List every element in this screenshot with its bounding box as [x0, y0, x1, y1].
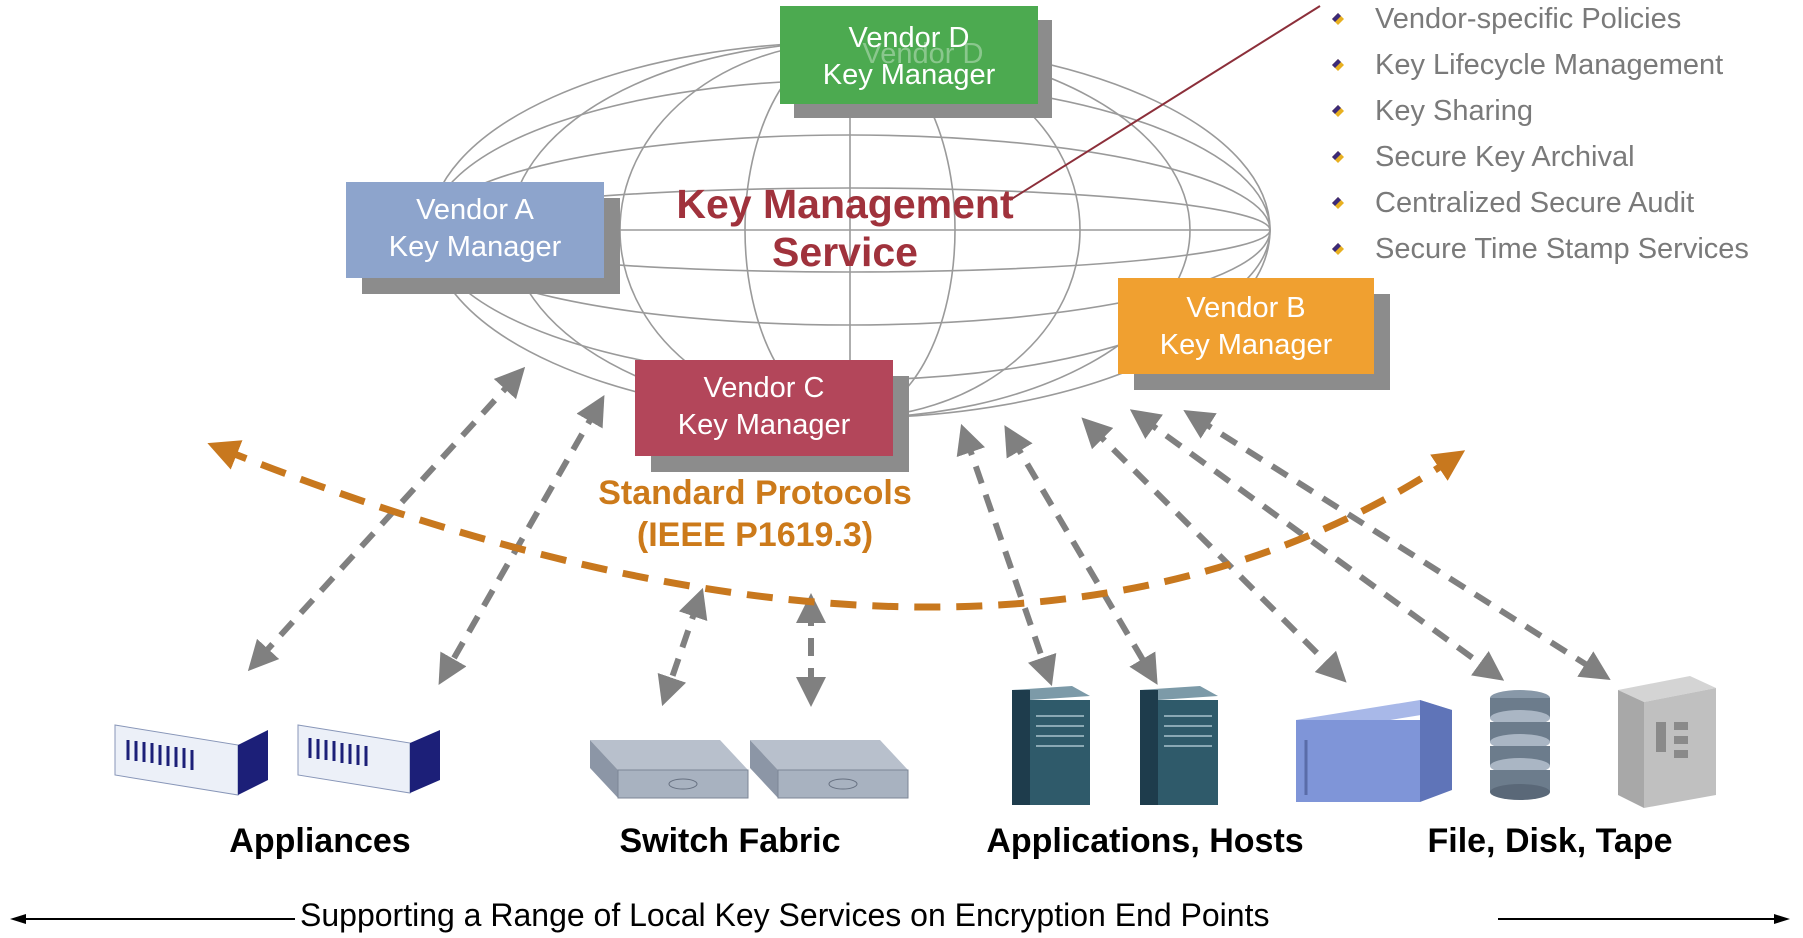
diamond-bullet-icon	[1332, 105, 1344, 117]
feature-item: Centralized Secure Audit	[1325, 184, 1749, 230]
diamond-bullet-icon	[1332, 59, 1344, 71]
vendor-c-label: Vendor C Key Manager	[635, 360, 893, 444]
category-switch-fabric: Switch Fabric	[619, 822, 841, 860]
standard-protocols-label: Standard Protocols (IEEE P1619.3)	[560, 472, 950, 556]
feature-item: Secure Key Archival	[1325, 138, 1749, 184]
feature-list: Vendor-specific Policies Key Lifecycle M…	[1325, 0, 1749, 276]
vendor-d-ghost-line1: Vendor D	[862, 38, 984, 70]
vendor-d-line1: Vendor D	[848, 22, 970, 54]
vendor-b-line2: Key Manager	[1159, 329, 1333, 361]
category-appliances: Appliances	[229, 822, 411, 860]
vendor-b-face: Vendor B Key Manager	[1118, 278, 1374, 374]
vendor-c-key-manager: Vendor C Key Manager	[635, 360, 909, 472]
vendor-c-line2: Key Manager	[677, 409, 851, 441]
feature-label: Key Sharing	[1375, 95, 1533, 127]
diamond-bullet-icon	[1332, 151, 1344, 163]
vendor-c-face: Vendor C Key Manager	[635, 360, 893, 456]
storage-array-icon	[1296, 700, 1452, 802]
vendor-a-line1: Vendor A	[416, 194, 534, 226]
diamond-bullet-icon	[1332, 13, 1344, 25]
feature-item: Key Lifecycle Management	[1325, 46, 1749, 92]
switch-icon	[750, 740, 909, 799]
feature-item: Vendor-specific Policies	[1325, 0, 1749, 46]
vendor-d-key-manager: Vendor D Vendor D Key Manager	[780, 6, 1052, 118]
vendor-b-label: Vendor B Key Manager	[1118, 278, 1374, 364]
feature-label: Secure Time Stamp Services	[1375, 233, 1749, 265]
vendor-c-line1: Vendor C	[703, 372, 825, 404]
standard-protocols-line2: (IEEE P1619.3)	[636, 516, 874, 554]
diamond-bullet-icon	[1332, 197, 1344, 209]
feature-label: Key Lifecycle Management	[1375, 49, 1724, 81]
vendor-a-line2: Key Manager	[388, 231, 562, 263]
footer-text: Supporting a Range of Local Key Services…	[300, 897, 1270, 933]
feature-item: Secure Time Stamp Services	[1325, 230, 1749, 276]
server-tower-icon	[1140, 686, 1218, 805]
vendor-d-line2: Key Manager	[822, 59, 996, 91]
feature-item: Key Sharing	[1325, 92, 1749, 138]
footer-range-banner: Supporting a Range of Local Key Services…	[0, 895, 1803, 935]
standard-protocols-line1: Standard Protocols	[598, 474, 912, 512]
service-title-line2: Service	[772, 229, 918, 275]
double-arrow-line	[10, 914, 1790, 924]
feature-label: Secure Key Archival	[1375, 141, 1635, 173]
vendor-a-label: Vendor A Key Manager	[346, 182, 604, 266]
category-file-disk-tape: File, Disk, Tape	[1427, 822, 1673, 860]
service-title: Key Management Service	[640, 180, 1050, 276]
diamond-bullet-icon	[1332, 243, 1344, 255]
vendor-d-ghost-text: Vendor D	[794, 36, 1052, 73]
service-title-line1: Key Management	[676, 181, 1014, 227]
disk-stack-icon	[1490, 690, 1550, 800]
server-tower-icon	[1012, 686, 1090, 805]
right-arrow-icon	[1774, 914, 1790, 924]
category-applications-hosts: Applications, Hosts	[986, 822, 1304, 860]
vendor-d-label: Vendor D Key Manager	[780, 6, 1038, 94]
vendor-a-key-manager: Vendor A Key Manager	[346, 182, 620, 294]
vendor-a-face: Vendor A Key Manager	[346, 182, 604, 278]
left-arrow-icon	[10, 914, 26, 924]
vendor-d-face: Vendor D Vendor D Key Manager	[780, 6, 1038, 104]
tape-library-icon	[1618, 676, 1716, 808]
switch-icon	[590, 740, 749, 799]
feature-label: Centralized Secure Audit	[1375, 187, 1695, 219]
appliance-icon	[114, 724, 268, 796]
vendor-b-line1: Vendor B	[1186, 292, 1306, 324]
appliance-icon	[297, 724, 440, 794]
vendor-b-key-manager: Vendor B Key Manager	[1118, 278, 1390, 390]
feature-label: Vendor-specific Policies	[1375, 3, 1682, 35]
